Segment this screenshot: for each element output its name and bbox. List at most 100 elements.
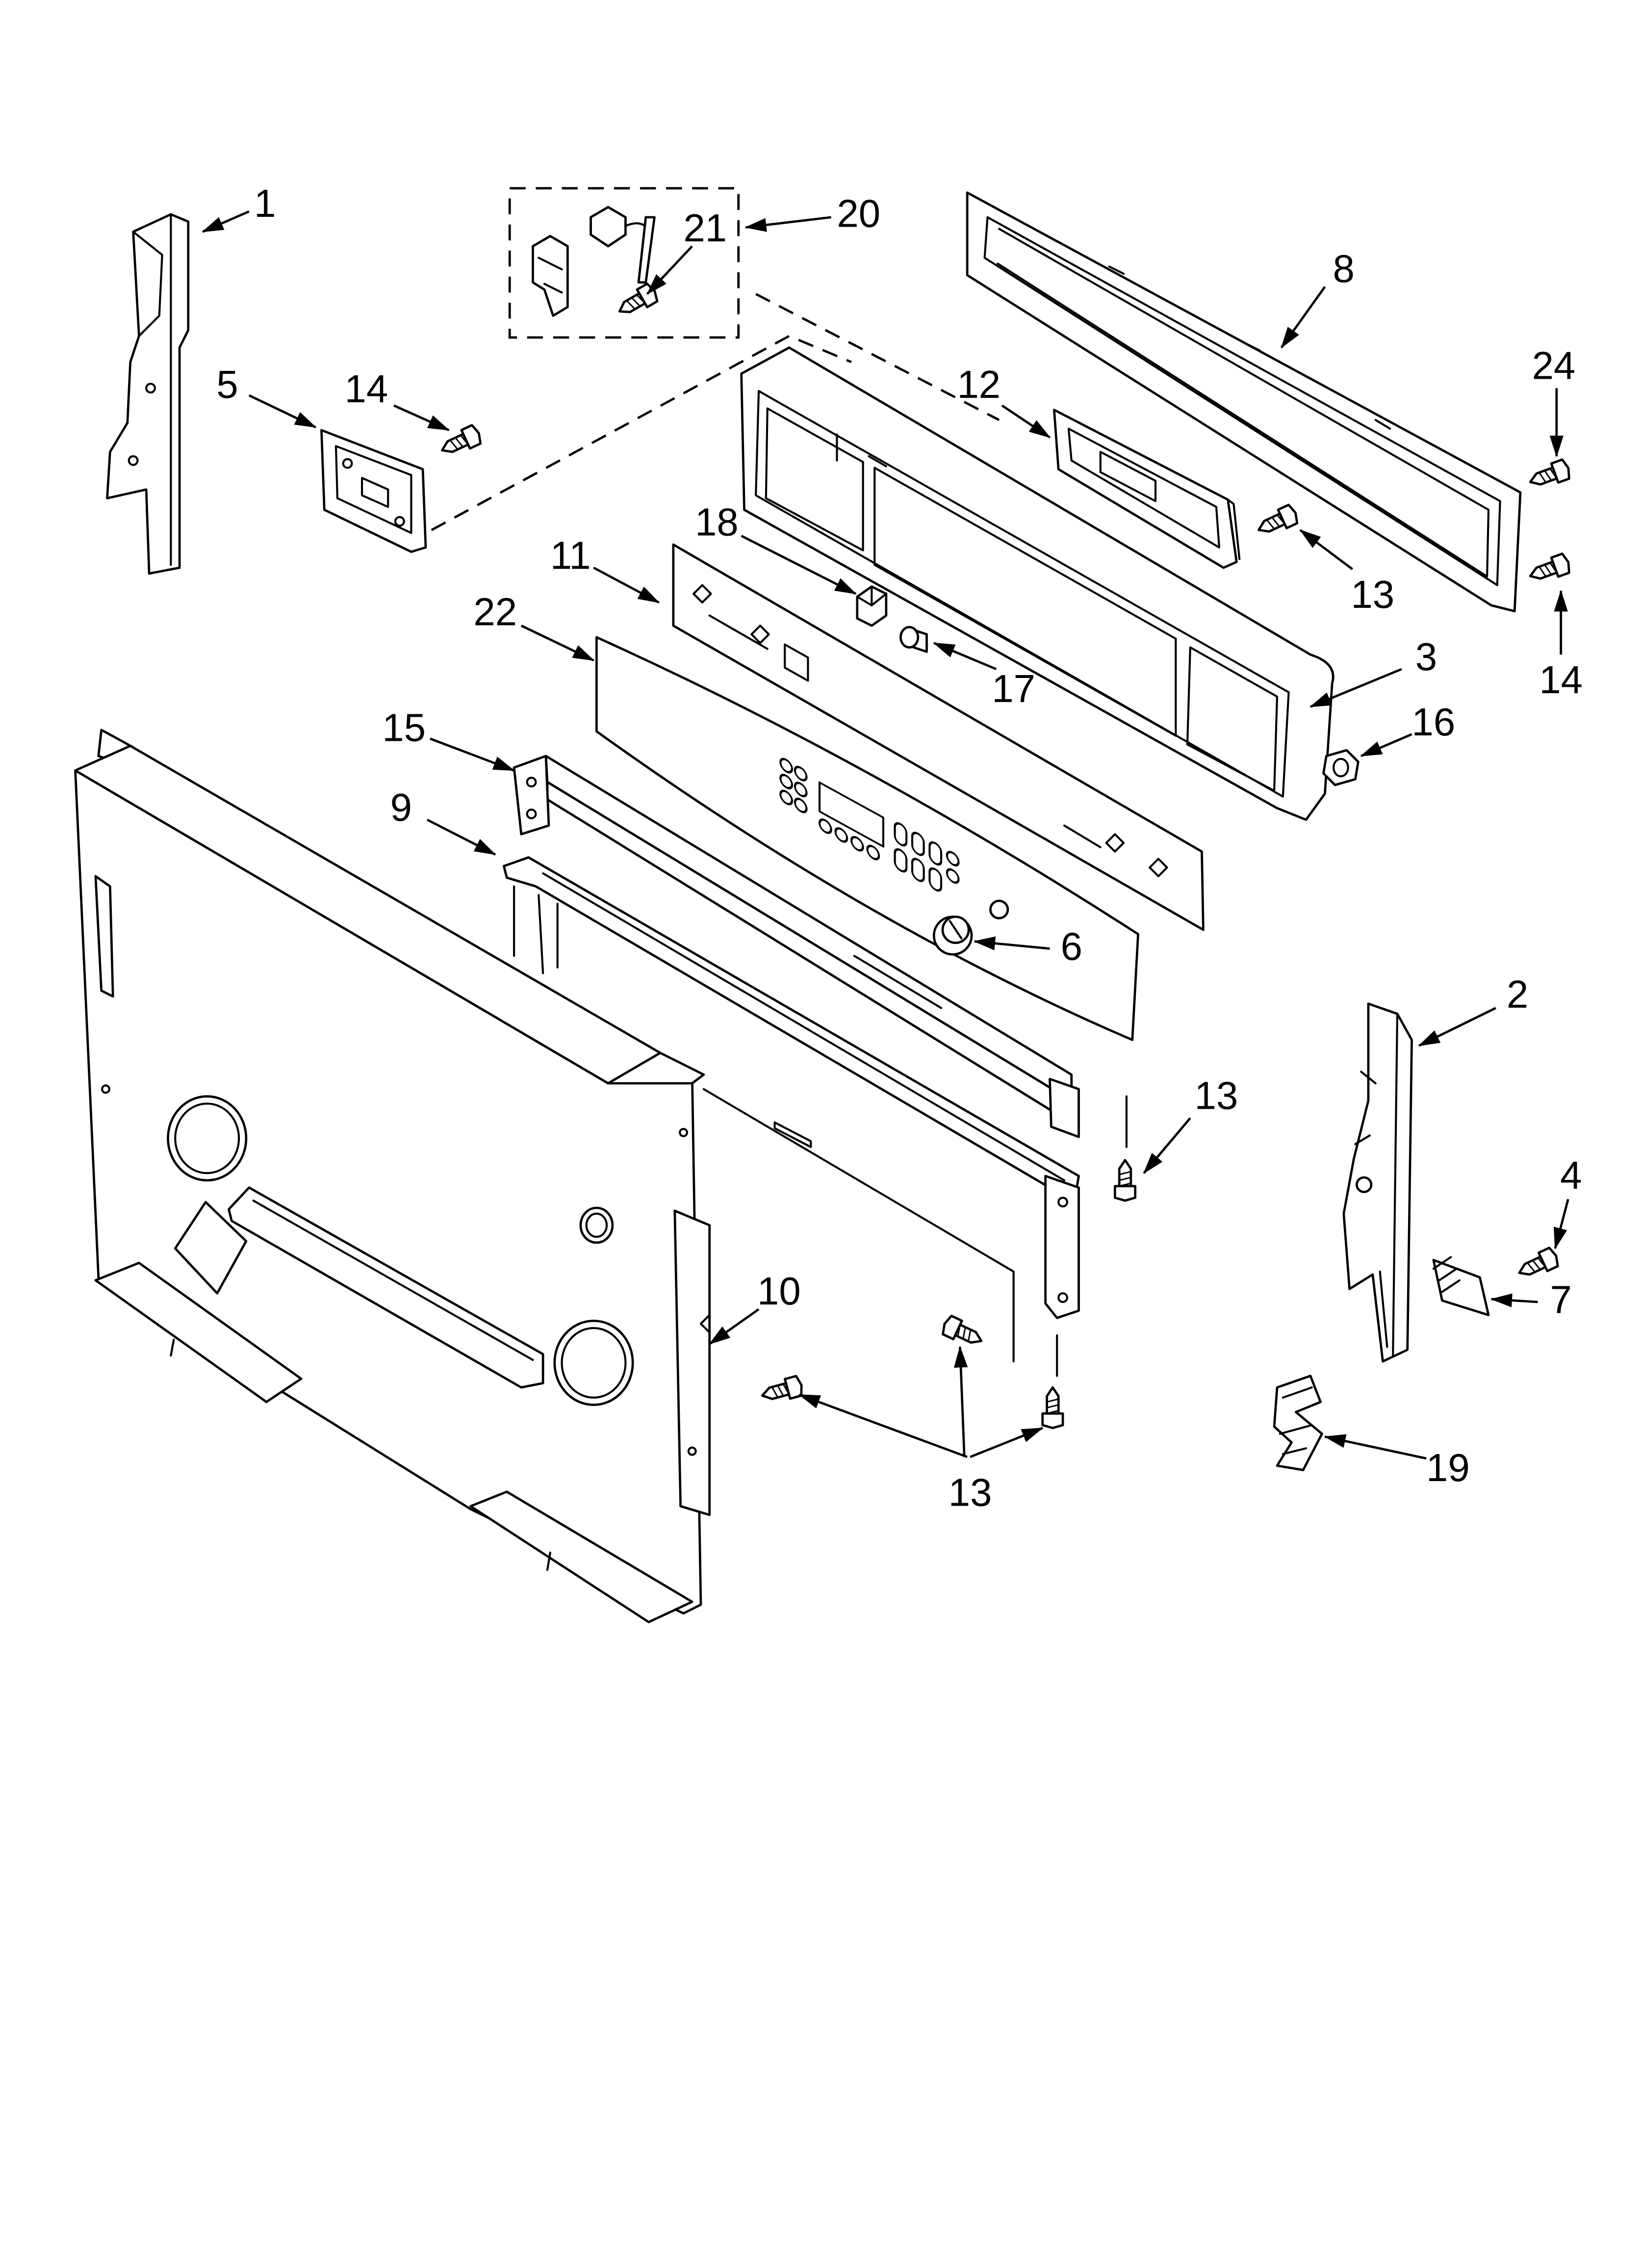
bracket-details (1354, 1070, 1377, 1146)
leader-13-upper (1299, 529, 1353, 571)
kit-dashed-border (508, 187, 740, 339)
clip-body (1432, 1258, 1490, 1316)
leader-21 (646, 245, 693, 295)
leader-12 (1001, 404, 1051, 439)
leader-20 (744, 216, 831, 232)
callout-9: 9 (390, 785, 412, 829)
lower-sheet (702, 1088, 1015, 1363)
callout-16: 16 (1412, 700, 1456, 744)
nut-body (1322, 749, 1360, 786)
bar-legs (513, 885, 559, 974)
leader-19 (1324, 1434, 1427, 1460)
nut-bore (1333, 757, 1349, 778)
bar-hole (1057, 1197, 1068, 1208)
callout-5: 5 (216, 363, 238, 406)
leader-arrows (202, 210, 1569, 1460)
overlay-small-button (989, 899, 1009, 919)
keypad-display (818, 781, 885, 848)
leader-4 (1553, 1199, 1569, 1250)
callout-18: 18 (695, 500, 739, 544)
screw-4 (1518, 1247, 1559, 1276)
frame-lip (997, 228, 1490, 578)
panel-large-hole (167, 1095, 248, 1182)
panel-slot-inner (252, 1199, 534, 1361)
screw-13-left (761, 1375, 803, 1400)
panel-large-hole (553, 1319, 634, 1406)
keypad-button (794, 766, 808, 782)
screw-13-upper (1257, 503, 1299, 533)
bar-slot (853, 955, 943, 1009)
keypad-button (794, 782, 808, 798)
callout-10: 10 (757, 1269, 801, 1313)
part-1-left-bracket (106, 213, 190, 575)
panel-large-hole-rim (561, 1327, 627, 1399)
callout-15: 15 (382, 706, 426, 750)
bar-hole (1057, 1292, 1068, 1303)
leader-16 (1360, 733, 1412, 757)
leader-22 (520, 625, 595, 662)
bar-channel (542, 872, 1066, 1182)
module-chip (361, 477, 389, 508)
bracket-top-edge (132, 231, 163, 337)
callout-19: 19 (1426, 1446, 1470, 1489)
plate-slots (708, 614, 1102, 849)
module-inner (334, 445, 412, 534)
panel-small-hole-rim (585, 1212, 608, 1238)
bracket-slot (1379, 1270, 1388, 1348)
callout-7: 7 (1550, 1278, 1572, 1322)
switch-edges (856, 585, 887, 607)
keypad-button (818, 818, 832, 834)
bar-left-tab (513, 755, 550, 835)
frame-inner-edge (983, 216, 1501, 586)
leader-1 (202, 210, 250, 233)
part-2-right-bracket (1342, 1002, 1413, 1363)
part-20-kit-box (508, 187, 740, 339)
screw-14-right (1529, 552, 1570, 580)
bracket-fold (1392, 1013, 1399, 1357)
callout-3: 3 (1415, 635, 1437, 678)
callout-21: 21 (683, 206, 727, 250)
board-inner (1067, 427, 1220, 548)
panel-hole (687, 1446, 697, 1456)
screw-13-middle (1113, 1159, 1137, 1202)
leader-18 (741, 535, 857, 595)
dashed-assembly-lines (431, 293, 1000, 531)
housing-inner-frame (755, 390, 1290, 798)
callout-22: 22 (473, 590, 517, 633)
part-9-lower-bar (503, 856, 1080, 1319)
back-panel (74, 729, 711, 1623)
callout-1: 1 (254, 182, 276, 225)
screws (441, 283, 1570, 1430)
leader-8 (1280, 286, 1326, 349)
callout-24: 24 (1532, 344, 1576, 388)
callout-20: 20 (837, 192, 880, 235)
callout-13-middle: 13 (1195, 1073, 1238, 1117)
callout-13-lower: 13 (949, 1470, 992, 1514)
leader-15 (430, 737, 515, 772)
panel-hole (101, 1084, 110, 1094)
plate-diamond-hole (1105, 833, 1125, 853)
bracket-hole (1356, 1176, 1373, 1193)
callout-14-left: 14 (345, 367, 388, 411)
panel-left-flange (94, 875, 114, 998)
kit-bracket (532, 235, 569, 317)
screw-14-left (441, 424, 482, 453)
leader-9 (426, 818, 496, 856)
callout-11: 11 (550, 533, 591, 577)
panel-flange-notch (546, 1551, 551, 1571)
keypad-button (946, 851, 960, 867)
leader-17 (933, 642, 997, 671)
panel-bottom-flange (94, 1261, 303, 1404)
panel-flange-notch (170, 1338, 175, 1357)
kit-bracket-detail (538, 257, 563, 294)
keypad-button (850, 836, 864, 852)
part-16-nut (1322, 749, 1360, 786)
flange-notch (699, 1314, 711, 1334)
panel-large-hole-rim (174, 1102, 240, 1174)
module-outline (320, 429, 427, 553)
part-3-control-housing (740, 346, 1334, 821)
part-19-spring-clip (1273, 1375, 1323, 1471)
keypad-button (779, 774, 794, 789)
bar-right-tab (1044, 1174, 1080, 1319)
